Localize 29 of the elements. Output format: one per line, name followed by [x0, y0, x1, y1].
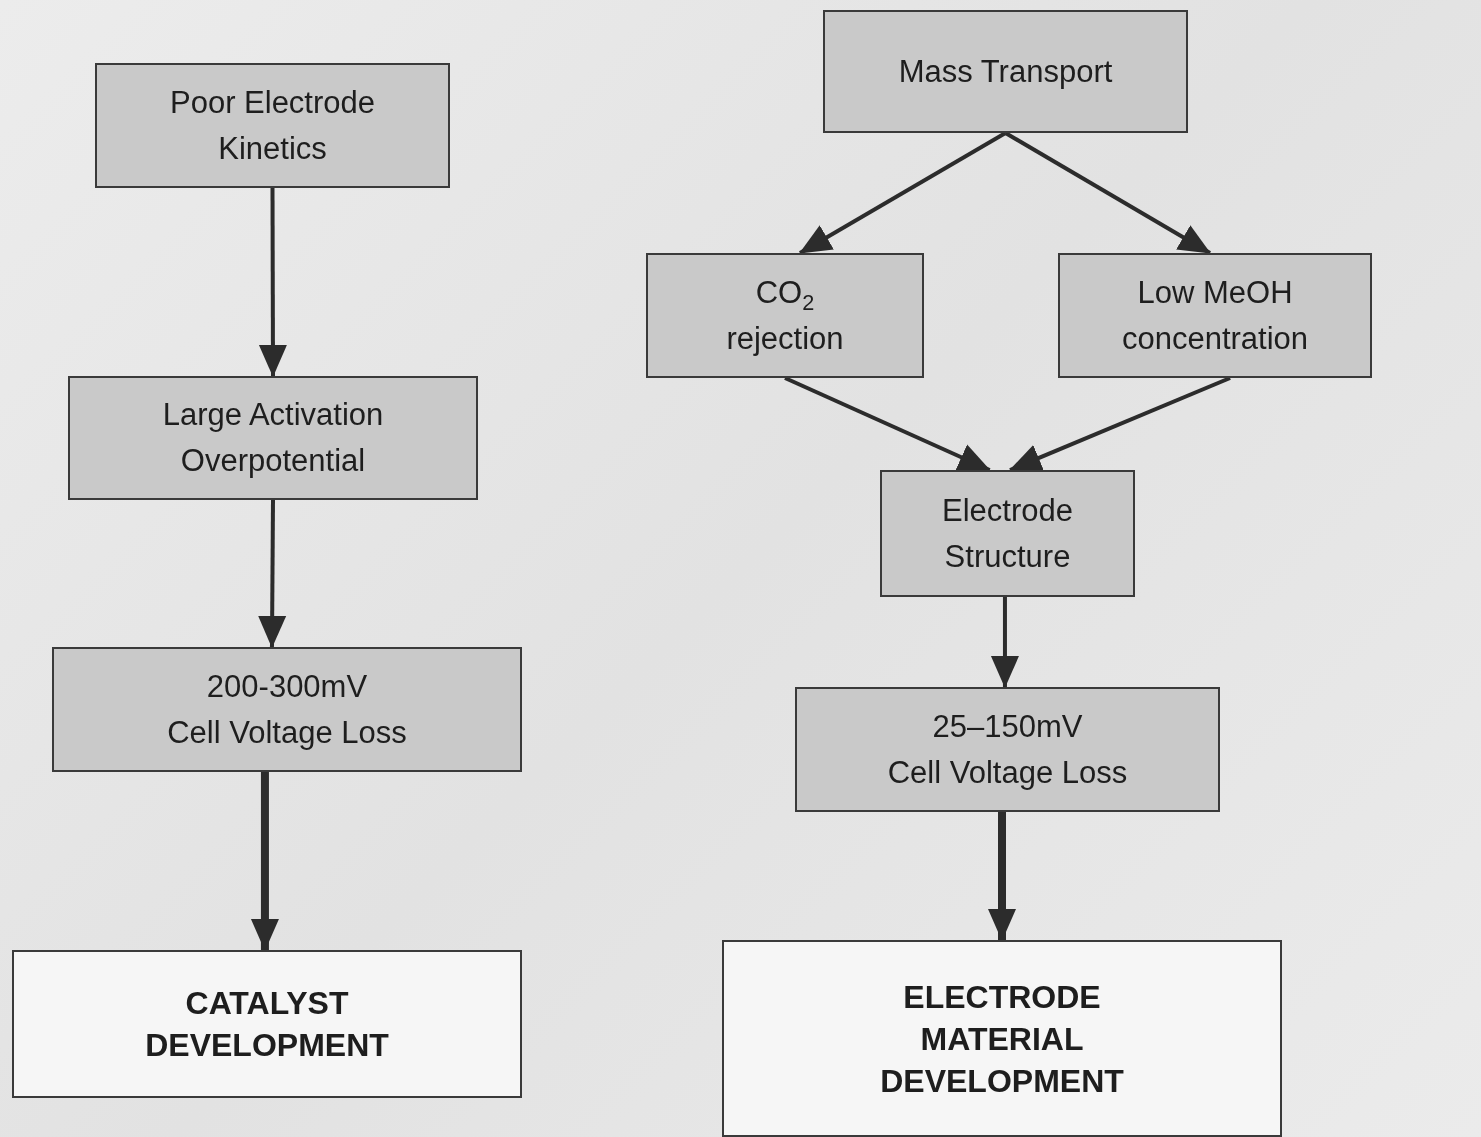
arrow — [1004, 131, 1211, 255]
process-box — [880, 470, 1135, 597]
box-label: CATALYST DEVELOPMENT — [144, 984, 390, 1065]
arrow — [784, 376, 991, 472]
box-label: Large Activation Overpotential — [161, 396, 385, 480]
process-box — [646, 253, 924, 378]
process-box — [795, 687, 1220, 812]
box-label: 25–150mV Cell Voltage Loss — [887, 707, 1128, 792]
arrow — [799, 131, 1007, 255]
process-box — [95, 63, 450, 188]
box-label: 200-300mV Cell Voltage Loss — [167, 667, 407, 752]
box-label: ELECTRODE MATERIAL DEVELOPMENT — [879, 977, 1125, 1101]
box-label: CO$_{2}$ rejection — [725, 273, 845, 358]
arrow — [988, 812, 1016, 941]
box-label: Low MeOH concentration — [1120, 273, 1310, 358]
box-label: Poor Electrode Kinetics — [168, 83, 377, 168]
arrow — [990, 597, 1019, 688]
arrow — [250, 772, 279, 951]
arrow — [258, 500, 287, 648]
outcome-box — [722, 940, 1282, 1137]
box-label: Electrode Structure — [941, 491, 1074, 576]
process-box — [823, 10, 1188, 133]
arrow — [258, 188, 287, 377]
process-box — [52, 647, 522, 772]
process-box — [1058, 253, 1372, 378]
outcome-box — [12, 950, 522, 1098]
process-box — [68, 376, 478, 500]
arrow — [1009, 376, 1231, 472]
box-label: Mass Transport — [898, 52, 1113, 91]
